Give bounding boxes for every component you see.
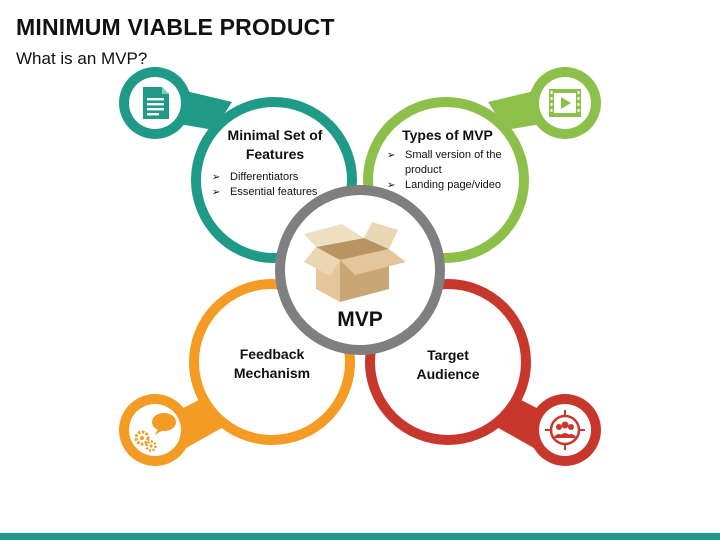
bullet-item: Essential features [210, 185, 340, 200]
document-icon [143, 87, 169, 119]
petal-top-right: Types of MVP Small version of the produc… [385, 126, 510, 193]
bubble-bottom-right [529, 394, 601, 466]
petal-bottom-right: Target Audience [403, 346, 493, 384]
slide-title: MINIMUM VIABLE PRODUCT [16, 14, 335, 40]
petal-title: Minimal Set of Features [227, 127, 323, 162]
petal-title: Feedback Mechanism [233, 346, 311, 381]
petal-bottom-left: Feedback Mechanism [207, 345, 337, 383]
petal-title: Target Audience [416, 347, 480, 382]
center-label: MVP [337, 308, 383, 331]
bullet-list: Differentiators Essential features [210, 170, 340, 200]
bubble-top-right [529, 67, 601, 139]
petal-top-left: Minimal Set of Features Differentiators … [210, 126, 340, 200]
video-player-icon [549, 89, 581, 117]
bubble-top-left [119, 67, 191, 139]
bullet-item: Small version of the product [385, 148, 510, 178]
slide-subtitle: What is an MVP? [16, 49, 148, 68]
petal-title: Types of MVP [402, 127, 493, 143]
bottom-accent-bar [0, 533, 720, 540]
bullet-list: Small version of the product Landing pag… [385, 148, 510, 193]
audience-target-icon [545, 410, 585, 450]
bullet-item: Landing page/video [385, 178, 510, 193]
bubble-bottom-left [119, 394, 191, 466]
open-box-icon [304, 222, 406, 302]
bullet-item: Differentiators [210, 170, 340, 185]
gears-speech-icon [134, 413, 176, 452]
